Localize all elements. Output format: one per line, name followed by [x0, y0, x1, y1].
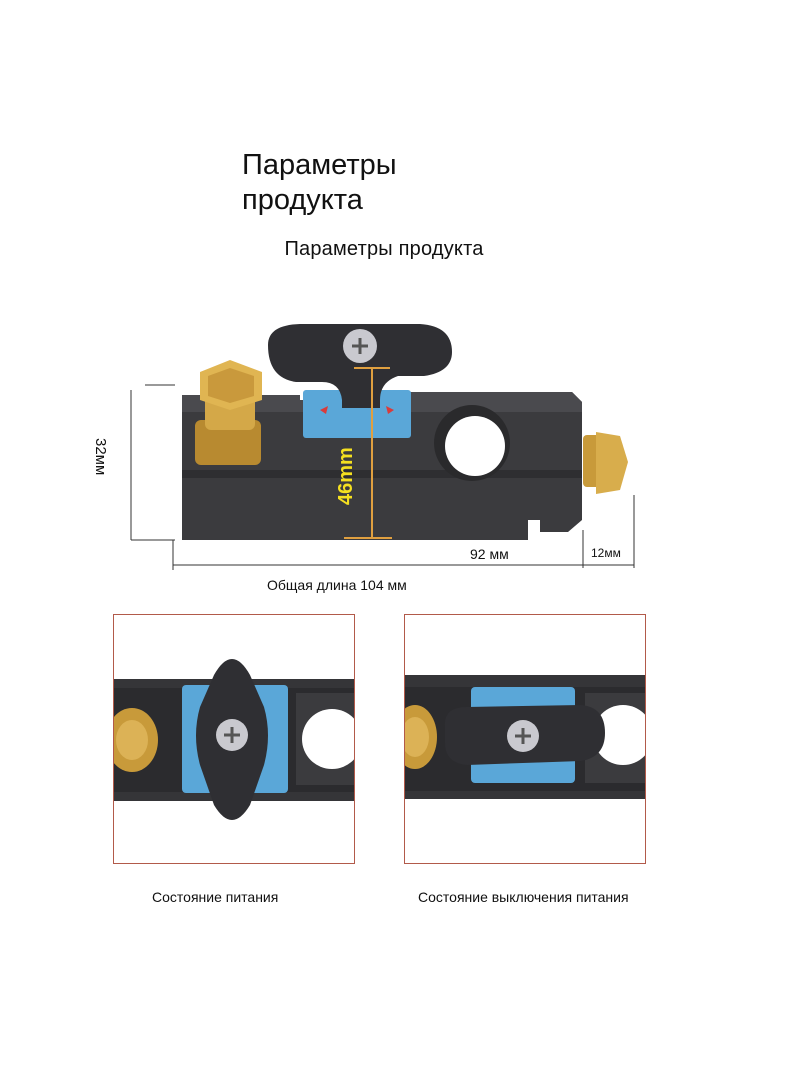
power-off-photo: [405, 675, 645, 799]
page-title: Параметры продукта: [242, 149, 397, 216]
knob-dimension-line: [344, 367, 392, 539]
power-on-photo: [114, 659, 354, 820]
power-off-caption: Состояние выключения питания: [418, 889, 629, 905]
total-length-label: Общая длина 104 мм: [267, 577, 407, 593]
power-on-panel: [113, 614, 355, 864]
product-diagram: 46mm 32мм 92 мм 12мм Общая длина 104 мм: [92, 324, 635, 593]
power-on-caption: Состояние питания: [152, 889, 279, 905]
page-subtitle: Параметры продукта: [284, 238, 484, 260]
dimension-lines: [130, 384, 635, 570]
power-off-panel: [404, 614, 646, 864]
knob-height-label: 46mm: [335, 447, 357, 505]
height-label: 32мм: [92, 438, 109, 475]
switch-body: [182, 324, 628, 540]
body-length-label: 92 мм: [470, 546, 509, 562]
bolt-length-label: 12мм: [591, 546, 621, 560]
